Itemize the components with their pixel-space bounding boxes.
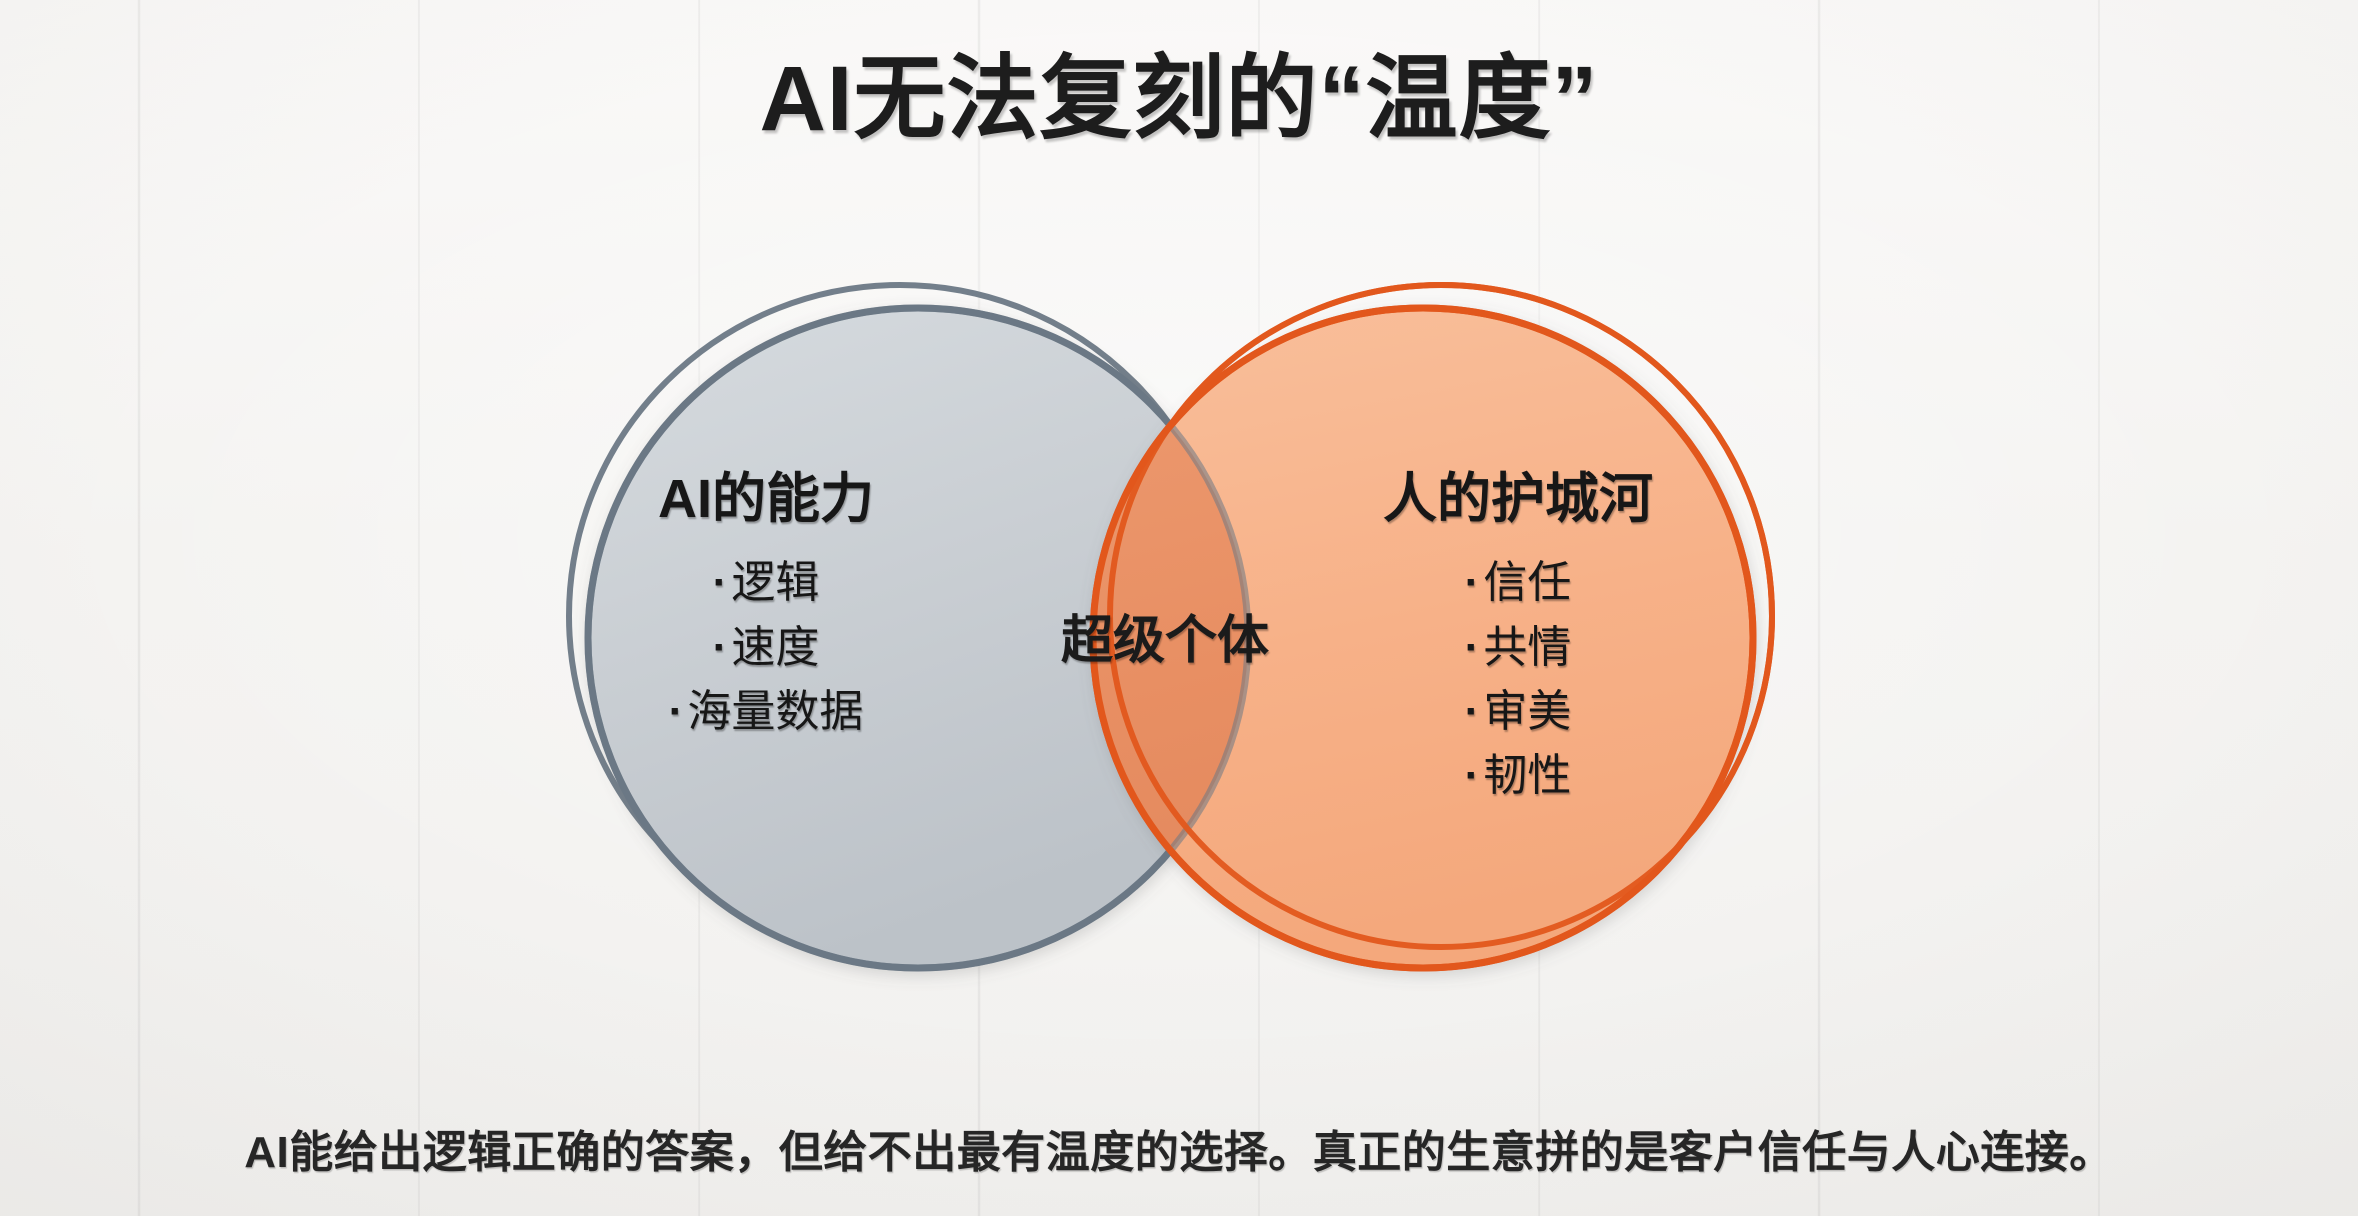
bullet-marker-icon: · [668,686,684,736]
list-item: ·海量数据 [586,680,946,744]
list-item-label: 共情 [1483,622,1572,672]
right-circle-stroke-top [1089,304,1757,972]
right-circle-heading: 人的护城河 [1383,469,1653,529]
right-circle-bullets: ·信任 ·共情 ·审美 ·韧性 [1338,551,1698,808]
list-item: ·信任 [1338,551,1698,615]
list-item: ·逻辑 [586,551,946,615]
left-circle-content: AI的能力 ·逻辑 ·速度 ·海量数据 [586,469,946,744]
right-circle-content: 人的护城河 ·信任 ·共情 ·审美 ·韧性 [1338,469,1698,808]
list-item: ·韧性 [1338,744,1698,808]
list-item-label: 海量数据 [687,686,864,736]
slide-caption: AI能给出逻辑正确的答案，但给不出最有温度的选择。真正的生意拼的是客户信任与人心… [244,1128,2114,1177]
list-item: ·共情 [1338,616,1698,680]
right-outer-ring-top [1107,282,1775,950]
left-circle-bullets: ·逻辑 ·速度 ·海量数据 [586,551,946,744]
left-circle-heading: AI的能力 [658,469,874,529]
list-item-label: 信任 [1483,558,1572,608]
list-item-label: 审美 [1483,686,1572,736]
venn-intersection-label: 超级个体 [1060,612,1269,670]
bullet-marker-icon: · [712,558,728,608]
left-circle-stroke-top [584,304,1252,972]
page-title: AI无法复刻的“温度” [759,48,1599,150]
list-item: ·速度 [586,616,946,680]
list-item-label: 逻辑 [731,558,820,608]
bullet-marker-icon: · [1464,622,1480,672]
bullet-marker-icon: · [1464,558,1480,608]
list-item: ·审美 [1338,680,1698,744]
bullet-marker-icon: · [712,622,728,672]
bullet-marker-icon: · [1464,686,1480,736]
list-item-label: 速度 [731,622,820,672]
bullet-marker-icon: · [1464,751,1480,801]
list-item-label: 韧性 [1483,751,1572,801]
